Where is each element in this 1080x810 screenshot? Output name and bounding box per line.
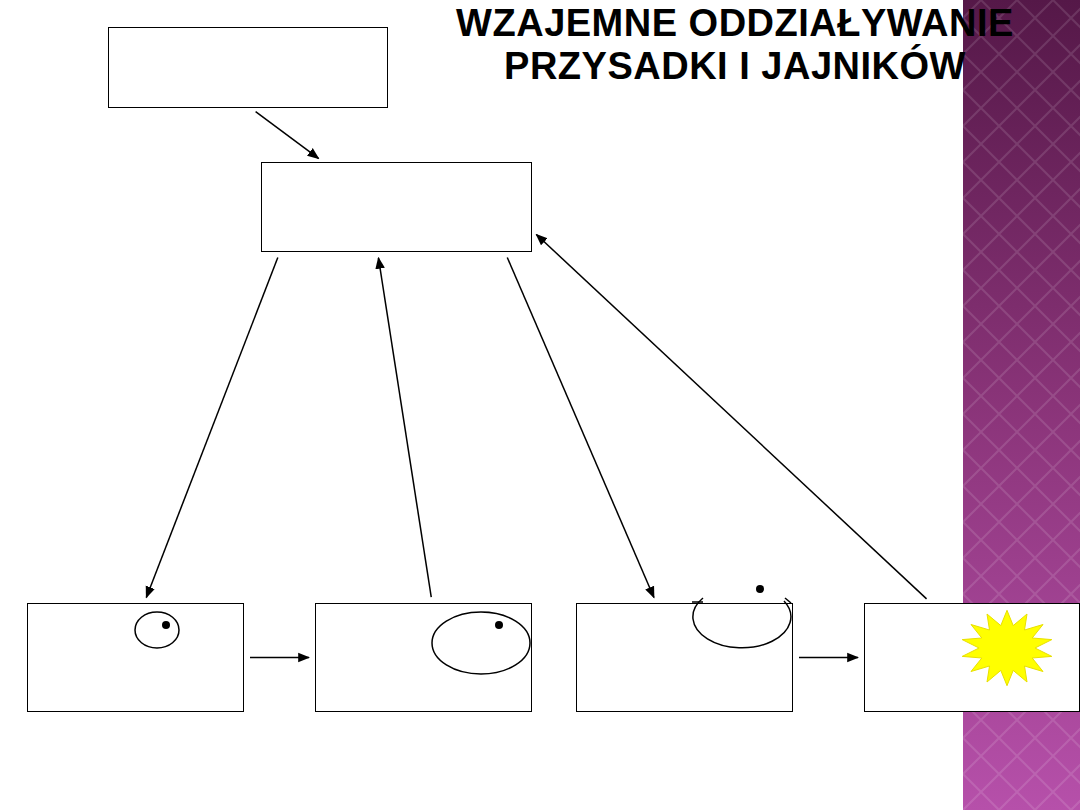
mature-follicle	[432, 612, 530, 674]
corpus-luteum	[962, 610, 1052, 685]
oocyte-dot	[756, 585, 764, 593]
ruptured-follicle	[693, 598, 791, 648]
arrow-connector	[536, 234, 926, 598]
process-box	[315, 603, 532, 712]
arrow-connector	[146, 258, 277, 598]
process-box	[27, 603, 244, 712]
process-box	[108, 27, 388, 108]
process-box	[864, 603, 1080, 712]
box-fill	[864, 603, 1080, 711]
process-box	[261, 162, 532, 252]
arrow-connector	[256, 112, 319, 159]
oocyte-dot	[495, 621, 503, 629]
process-box	[576, 603, 793, 712]
small-follicle	[135, 612, 179, 648]
arrow-connector	[507, 258, 654, 598]
arrow-connector	[250, 657, 309, 659]
slide-title: WZAJEMNE ODDZIAŁYWANIE PRZYSADKI I JAJNI…	[395, 2, 1075, 87]
oocyte-dot	[162, 621, 170, 629]
arrow-connector	[799, 657, 858, 659]
arrow-connector	[378, 258, 431, 597]
